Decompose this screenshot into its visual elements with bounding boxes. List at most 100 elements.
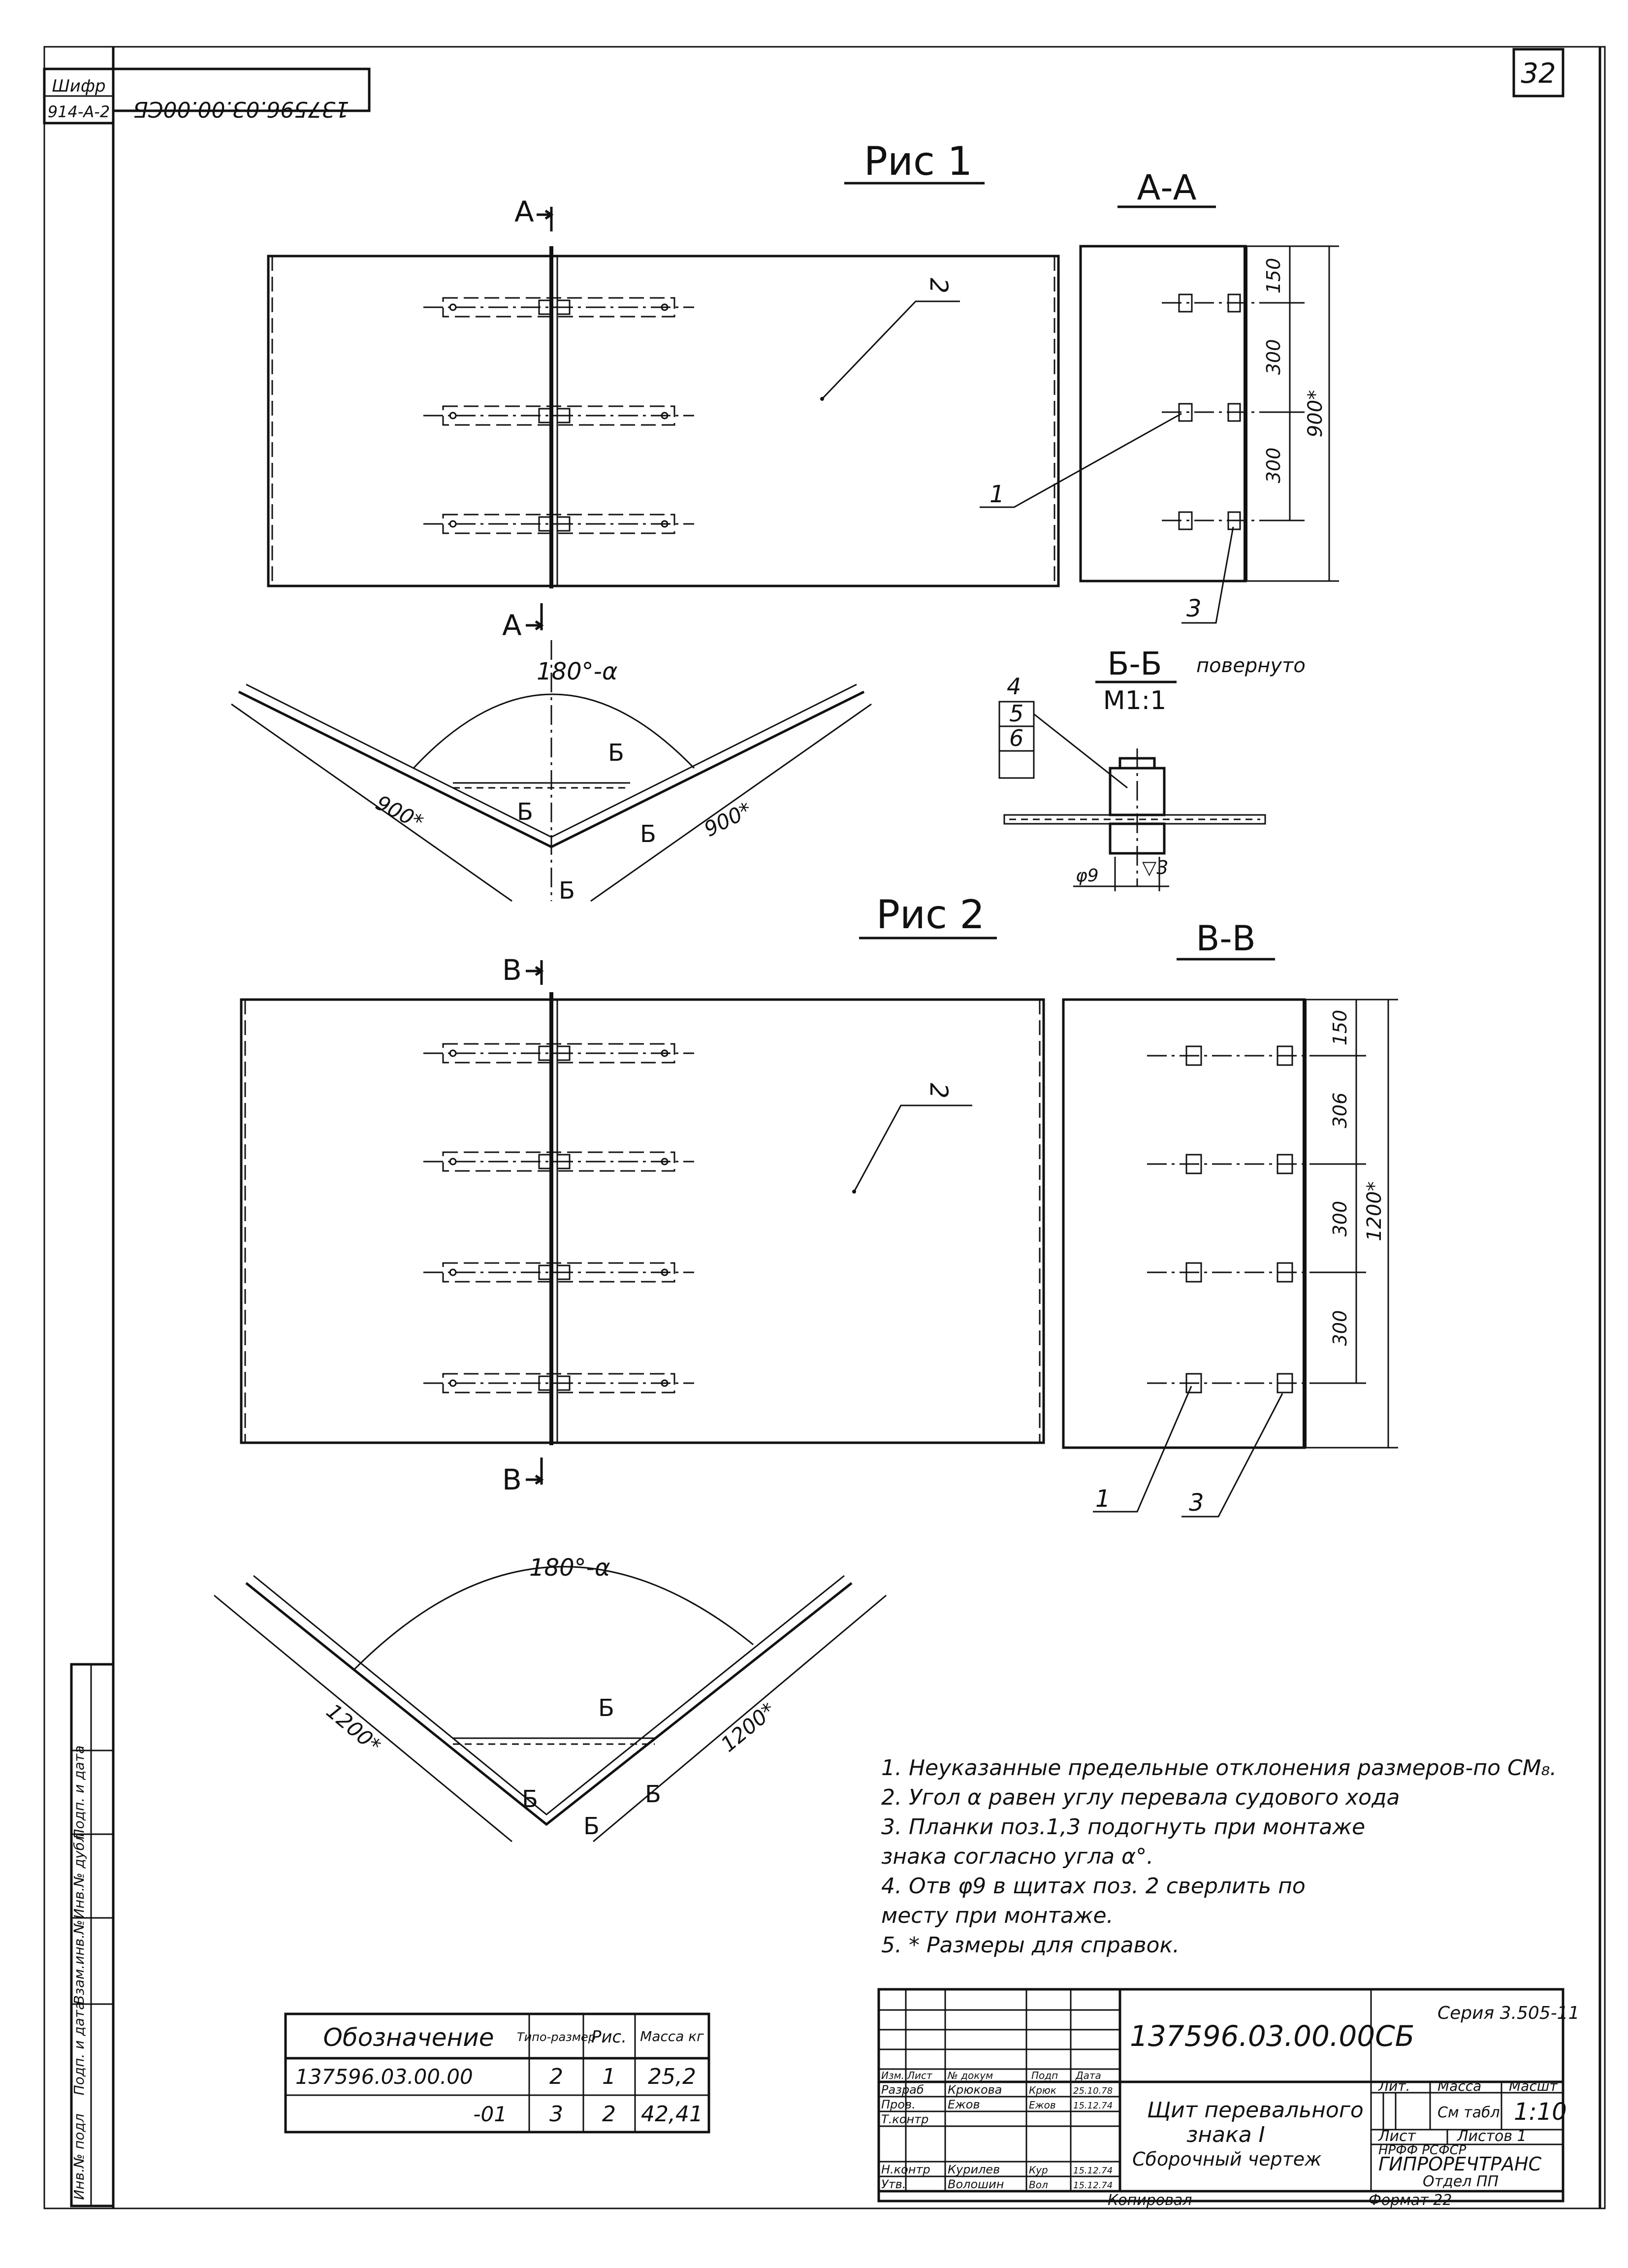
title-scale-value: 1:10 <box>1514 2098 1567 2126</box>
tb-sign-5: Вол <box>1029 2179 1048 2191</box>
section-aa-overall: 900* <box>1304 390 1327 437</box>
section-vv-callout-1: 1 <box>1095 1485 1111 1513</box>
variants-row2-size: 3 <box>549 2102 563 2127</box>
title-designation: 137596.03.00.00СБ <box>1130 2019 1414 2053</box>
cipher-label: Шифр <box>52 76 105 96</box>
title-sheet-label: Лист <box>1378 2128 1417 2145</box>
side-stamp-3: Взам.инв.№ <box>71 1920 87 2005</box>
section-bb-title: Б-Б <box>1108 646 1162 682</box>
fig1-panel <box>267 246 1060 588</box>
note-4-cont: месту при монтаже. <box>881 1903 1114 1928</box>
side-stamp-4: Инв.№ дубл <box>71 1833 87 1919</box>
fig2-cut-b2: Б <box>522 1785 538 1813</box>
tb-role-5: Утв. <box>881 2177 906 2191</box>
note-4: 4. Отв φ9 в щитах поз. 2 сверлить по <box>881 1874 1306 1899</box>
section-vv-dim-4: 300 <box>1329 1310 1351 1346</box>
side-stamp-5: Подп. и дата <box>71 1746 87 1840</box>
fig2-panel <box>240 992 1045 1445</box>
section-bb-subtitle: повернуто <box>1196 654 1306 677</box>
fig1-section-a-bottom: А <box>502 609 522 642</box>
section-bb-scale: М1:1 <box>1103 686 1167 715</box>
fig2-cut-b4: Б <box>583 1813 600 1840</box>
outer-frame <box>43 46 1606 2209</box>
side-stamp <box>70 1663 115 2207</box>
section-aa-view <box>1079 245 1339 583</box>
section-vv-dim-3: 300 <box>1329 1201 1351 1237</box>
variants-row2-designation: -01 <box>473 2102 507 2126</box>
side-stamp-1: Инв.№ подл <box>71 2113 87 2200</box>
side-stamp-2: Подп. и дата <box>71 2002 87 2096</box>
section-bb-callout-5: 5 <box>1009 700 1023 727</box>
variants-row1-designation: 137596.03.00.00 <box>295 2065 473 2089</box>
tb-hdr-izm: Изм. <box>881 2070 904 2081</box>
title-name-2: знака I <box>1186 2122 1265 2147</box>
section-aa-dim-2: 300 <box>1263 339 1284 375</box>
tb-date-4: 15.12.74 <box>1073 2166 1113 2176</box>
variants-row2-mass: 42,41 <box>641 2102 703 2127</box>
technical-notes: 1. Неуказанные предельные отклонения раз… <box>881 1755 1557 1958</box>
fig1-title: Рис 1 <box>864 138 973 184</box>
variants-header-mass: Масса кг <box>640 2028 704 2044</box>
tb-hdr-sign: Подп <box>1031 2070 1058 2081</box>
note-5: 5. * Размеры для справок. <box>881 1933 1180 1958</box>
fig1-angle: 180°-α <box>537 658 618 685</box>
tb-date-1: 25.10.78 <box>1073 2086 1113 2096</box>
fig2-title: Рис 2 <box>876 892 985 938</box>
title-mass-value: См табл <box>1437 2104 1500 2121</box>
section-bb-weld: ▽3 <box>1142 857 1168 878</box>
section-bb-view <box>998 701 1266 891</box>
section-vv-dim-2: 306 <box>1329 1093 1351 1129</box>
section-vv-dim-1: 150 <box>1329 1010 1351 1046</box>
tb-role-3: Т.контр <box>881 2112 928 2126</box>
fig1-cut-b4: Б <box>559 877 575 905</box>
title-block <box>877 1988 1564 2203</box>
variants-row1-mass: 25,2 <box>648 2064 696 2089</box>
tb-copied: Копировал <box>1108 2192 1192 2209</box>
tb-hdr-date: Дата <box>1075 2070 1101 2081</box>
title-org-3: Отдел ПП <box>1423 2173 1499 2190</box>
fig2-dim-right: 1200* <box>716 1698 780 1757</box>
title-col-mass: Масса <box>1437 2078 1481 2094</box>
fig2-plan <box>214 1566 887 1843</box>
title-org-1: НРФФ РСФСР <box>1378 2143 1467 2158</box>
fig1-cut-b1: Б <box>608 739 624 767</box>
tb-sign-4: Кур <box>1029 2164 1048 2176</box>
fig2-section-v-bottom: В <box>502 1463 522 1496</box>
tb-name-1: Крюкова <box>948 2083 1002 2097</box>
fig1-dim-left: 900* <box>372 790 427 835</box>
section-bb-callout-4: 4 <box>1007 673 1021 700</box>
tb-date-5: 15.12.74 <box>1073 2180 1113 2191</box>
fig1-cut-b2: Б <box>517 798 533 826</box>
fig2-callout-2: 2 <box>925 1083 953 1099</box>
tb-role-1: Разраб <box>881 2083 924 2097</box>
title-org-2: ГИПРОРЕЧТРАНС <box>1378 2153 1542 2175</box>
tb-sign-2: Ежов <box>1029 2099 1056 2111</box>
sheet-number: 32 <box>1521 58 1556 90</box>
tb-name-2: Ежов <box>948 2098 980 2111</box>
variants-table: Обозначение Типо-размер Рис. Масса кг 13… <box>284 2012 710 2134</box>
fig1-cut-b3: Б <box>640 820 656 848</box>
tb-role-4: Н.контр <box>881 2163 930 2176</box>
tb-sign-1: Крюк <box>1029 2084 1056 2096</box>
mirrored-stamp <box>112 67 371 112</box>
section-aa-title: А-А <box>1137 167 1196 208</box>
section-bb-hole-dim: φ9 <box>1076 866 1099 886</box>
variants-row1-size: 2 <box>549 2064 563 2089</box>
fig1-plan <box>231 640 872 902</box>
fig1-section-a-top: А <box>514 195 534 228</box>
section-vv-title: В-В <box>1196 918 1255 959</box>
title-series: Серия 3.505-11 <box>1437 2003 1580 2023</box>
section-vv-overall: 1200* <box>1363 1181 1386 1241</box>
fig2-cut-b1: Б <box>598 1694 614 1722</box>
tb-format: Формат 22 <box>1369 2192 1452 2209</box>
title-col-scale: Масшт <box>1509 2078 1558 2094</box>
variants-header-fig: Рис. <box>591 2027 627 2047</box>
variants-header-size: Типо-размер <box>517 2030 596 2044</box>
tb-role-2: Пров. <box>881 2098 916 2111</box>
fig2-angle: 180°-α <box>529 1554 610 1582</box>
note-2: 2. Угол α равен углу перевала судового х… <box>881 1785 1400 1810</box>
title-sheets-label: Листов 1 <box>1457 2128 1527 2145</box>
tb-hdr-list: Лист <box>907 2070 933 2081</box>
cipher-value: 914-А-2 <box>48 102 110 121</box>
